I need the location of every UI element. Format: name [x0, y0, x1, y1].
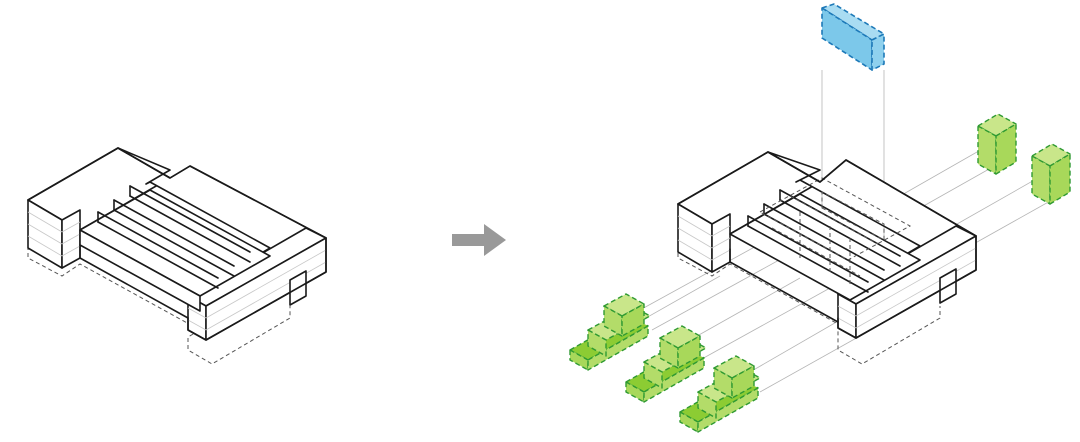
green-step-block-1 [569, 293, 651, 371]
existing-building [27, 147, 327, 365]
green-tower-2 [1031, 143, 1071, 205]
proposed-left-floor-lines [677, 215, 731, 261]
proposed-footprint [677, 246, 941, 365]
green-step-block-2 [625, 325, 707, 403]
green-step-block-3 [679, 355, 761, 433]
existing-left-floor-lines [27, 211, 81, 257]
proposed-hidden-insert [758, 177, 912, 286]
arrow-right-icon [452, 224, 506, 256]
existing-steps [79, 185, 271, 319]
existing-outline [27, 147, 327, 341]
proposed-outline [677, 151, 977, 339]
proposed-building [599, 70, 1053, 393]
existing-footprint [27, 246, 291, 365]
green-tower-1 [977, 113, 1017, 175]
blue-volume [821, 3, 885, 71]
